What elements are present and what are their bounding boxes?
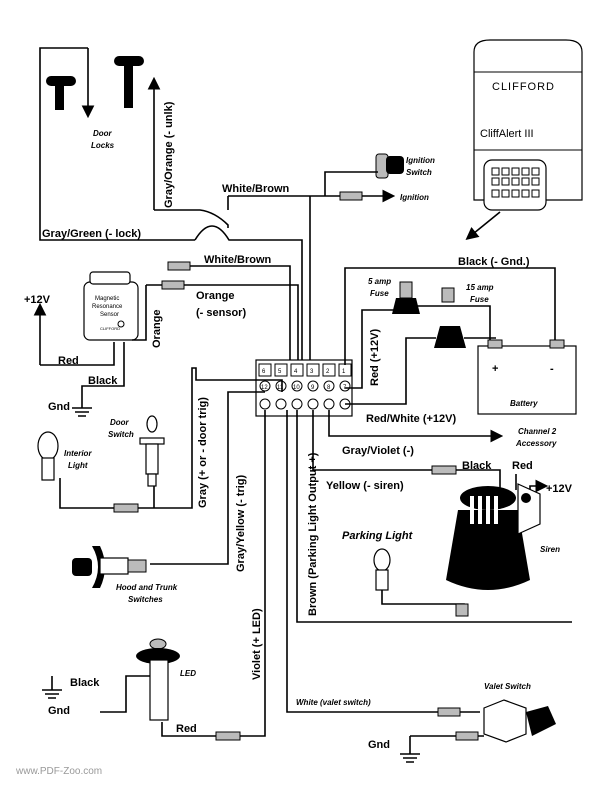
gnd-left: Gnd (48, 401, 70, 413)
wire-gray-door: Gray (+ or - door trig) (197, 397, 209, 508)
pin: 2 (326, 369, 330, 375)
pin: 11 (277, 385, 284, 391)
interior-light-label-2: Light (68, 461, 88, 470)
wire-black-siren: Black (462, 460, 492, 472)
pin: 10 (293, 385, 300, 391)
wire-gray-yellow: Gray/Yellow (- trig) (235, 474, 247, 572)
ignition-label: Ignition (400, 193, 429, 202)
shock-sensor: Magnetic Resonance Sensor CLIFFORD (83, 271, 139, 341)
wire-orange-sensor: (- sensor) (196, 307, 246, 319)
wire-yellow-siren: Yellow (- siren) (326, 480, 404, 492)
battery-minus: - (550, 363, 554, 375)
valet-switch (483, 699, 556, 743)
ignition-switch: Ignition Switch (375, 153, 435, 179)
sensor-line1: Magnetic (95, 296, 119, 302)
wire-black-led: Black (70, 677, 100, 689)
connector-row1 (258, 363, 352, 377)
parking-light-bulb (373, 548, 391, 591)
fuse-5-label: 5 amp (368, 277, 391, 286)
wire-gray-orange: Gray/Orange (- unlk) (163, 101, 175, 208)
alarm-module: CLIFFORD CliffAlert III (465, 39, 583, 241)
battery-label: Battery (510, 399, 538, 408)
interior-light-label: Interior (64, 449, 92, 458)
sensor-line2: Resonance (92, 304, 123, 310)
wire-gray-violet: Gray/Violet (-) (342, 445, 414, 457)
wire-gray-green: Gray/Green (- lock) (42, 228, 141, 240)
parking-light-label: Parking Light (342, 530, 414, 542)
sensor-brand: CLIFFORD (100, 326, 120, 331)
wire-orange: Orange (196, 290, 235, 302)
wire-orange-vertical: Orange (151, 309, 163, 348)
ignition-switch-label-2: Switch (406, 168, 432, 177)
door-switch (139, 415, 165, 487)
led-label: LED (180, 669, 196, 678)
watermark: www.PDF-Zoo.com (15, 766, 102, 777)
wire-black-gnd-battery: Black (- Gnd.) (458, 256, 530, 268)
module-model: CliffAlert III (480, 128, 534, 140)
pin: 1 (342, 369, 346, 375)
pin: 9 (311, 385, 315, 391)
plus12v-siren: +12V (546, 483, 573, 495)
interior-light (37, 431, 59, 481)
door-switch-label: Door (110, 418, 130, 427)
hood-trunk-switch (72, 546, 147, 588)
pin: 6 (262, 369, 266, 375)
battery: + - Battery (477, 339, 577, 415)
gnd-valet: Gnd (368, 739, 390, 751)
wire-black-gnd: Black (88, 375, 118, 387)
fuse-15-label-2: Fuse (470, 295, 489, 304)
pin: 5 (278, 369, 282, 375)
module-brand: CLIFFORD (492, 81, 555, 93)
wire-white-brown-top: White/Brown (222, 183, 289, 195)
door-locks-label: Door (93, 129, 113, 138)
fuse-15-amp (434, 287, 466, 348)
hood-trunk-label-2: Switches (128, 595, 163, 604)
pin: 8 (327, 385, 331, 391)
valet-switch-label: Valet Switch (484, 682, 531, 691)
fuse-5-amp (392, 281, 420, 314)
hood-trunk-label: Hood and Trunk (116, 583, 178, 592)
siren (446, 483, 541, 590)
wire-brown-parking: Brown (Parking Light Output +) (307, 452, 319, 616)
channel2-label: Channel 2 (518, 427, 557, 436)
fuse-15-label: 15 amp (466, 283, 494, 292)
channel2-label-2: Accessory (515, 439, 557, 448)
gnd-led: Gnd (48, 705, 70, 717)
ignition-switch-label: Ignition (406, 156, 435, 165)
pin: 3 (310, 369, 314, 375)
wire-white-brown-mid: White/Brown (204, 254, 271, 266)
pin: 4 (294, 369, 298, 375)
wire-red-led: Red (176, 723, 197, 735)
siren-label: Siren (540, 545, 560, 554)
wire-red-sensor: Red (58, 355, 79, 367)
door-locks-label-2: Locks (91, 141, 115, 150)
wire-violet-led: Violet (+ LED) (251, 608, 263, 680)
sensor-line3: Sensor (100, 312, 119, 318)
door-switch-label-2: Switch (108, 430, 134, 439)
plus12v-left: +12V (24, 294, 51, 306)
wire-red-siren: Red (512, 460, 533, 472)
door-locks: Door Locks (46, 56, 144, 150)
wire-red-12v: Red (+12V) (369, 329, 381, 386)
led (136, 638, 180, 721)
wire-white-valet: White (valet switch) (296, 698, 371, 707)
battery-plus: + (492, 363, 498, 375)
wire-red-white: Red/White (+12V) (366, 413, 456, 425)
pin: 12 (261, 385, 268, 391)
fuse-5-label-2: Fuse (370, 289, 389, 298)
main-connector: 6 5 4 3 2 1 12 11 10 9 8 7 (255, 359, 353, 417)
